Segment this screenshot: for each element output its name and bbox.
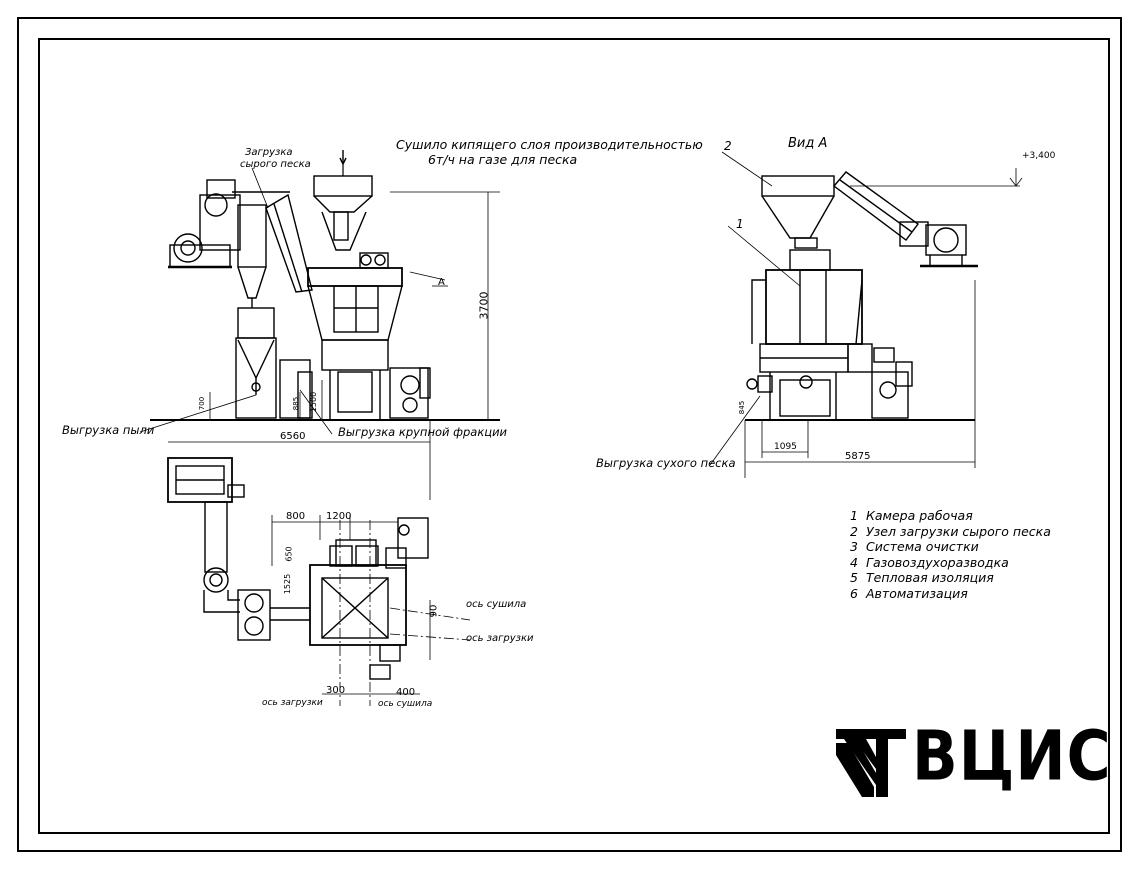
legend-num: 5 [850, 570, 858, 585]
outer-frame [17, 17, 1122, 852]
dim-90: 90 [428, 604, 440, 618]
callout-1: 1 [736, 217, 744, 231]
dry-sand-unload-label: Выгрузка сухого песка [596, 456, 736, 470]
dim-3700: 3700 [477, 291, 491, 320]
dim-700: 700 [198, 396, 207, 411]
dust-unload-label: Выгрузка пыли [62, 423, 155, 437]
dim-6560: 6560 [280, 431, 306, 442]
legend-text: Газовоздухоразводка [866, 554, 1009, 570]
view-a-label: Вид А [788, 136, 828, 151]
dryer-axis-bottom-label: ось сушила [378, 699, 433, 709]
dim-300: 300 [326, 685, 346, 696]
legend-num: 4 [850, 554, 858, 570]
dim-800: 800 [286, 511, 306, 522]
callout-2: 2 [724, 139, 732, 153]
legend-num: 1 [850, 508, 858, 523]
drawing-title-line1: Сушило кипящего слоя производительностью [396, 137, 703, 152]
front-elevation [139, 150, 500, 500]
legend-item: 2 Узел загрузки сырого песка [850, 524, 1051, 540]
section-marker: А [438, 277, 445, 288]
drawing-title-line2: 6т/ч на газе для песка [428, 152, 578, 167]
dim-5875: 5875 [845, 451, 871, 462]
plan-view [167, 457, 471, 706]
dim-1095: 1095 [774, 442, 797, 452]
dim-400: 400 [396, 687, 416, 698]
legend-item: 6 Автоматизация [850, 586, 1051, 602]
legend-text: Камера рабочая [866, 508, 973, 523]
view-a [709, 151, 1023, 478]
legend-text: Система очистки [866, 539, 979, 554]
vcis-logo-mark [836, 729, 906, 797]
vcis-logo-text: ВЦИС [912, 716, 1112, 797]
dim-1500: 1500 [309, 391, 319, 413]
load-raw-sand-label-1: Загрузка [245, 147, 293, 158]
dryer-axis-label: ось сушила [466, 599, 527, 610]
legend-num: 3 [850, 539, 858, 554]
dim-1200: 1200 [326, 511, 352, 522]
dim-1525: 1525 [283, 573, 293, 595]
legend: 1 Камера рабочая 2 Узел загрузки сырого пе… [850, 508, 1051, 601]
load-axis-bottom-label: ось загрузки [262, 698, 323, 708]
legend-num: 6 [850, 585, 858, 601]
legend-text: Узел загрузки сырого песка [866, 523, 1051, 539]
load-axis-right-label: ось загрузки [466, 633, 534, 644]
legend-text: Автоматизация [866, 585, 968, 601]
legend-text: Тепловая изоляция [866, 570, 994, 585]
legend-item: 4 Газовоздухоразводка [850, 555, 1051, 571]
legend-item: 3 Система очистки [850, 539, 1051, 555]
dim-845: 845 [738, 400, 747, 415]
load-raw-sand-label-2: сырого песка [240, 159, 311, 170]
legend-num: 2 [850, 523, 858, 539]
dim-650: 650 [284, 546, 294, 562]
coarse-unload-label: Выгрузка крупной фракции [338, 425, 508, 439]
legend-item: 1 Камера рабочая [850, 508, 1051, 524]
dim-885: 885 [292, 396, 301, 411]
legend-item: 5 Тепловая изоляция [850, 570, 1051, 586]
elevation-mark: +3,400 [1022, 151, 1056, 161]
inner-frame [38, 38, 1110, 834]
